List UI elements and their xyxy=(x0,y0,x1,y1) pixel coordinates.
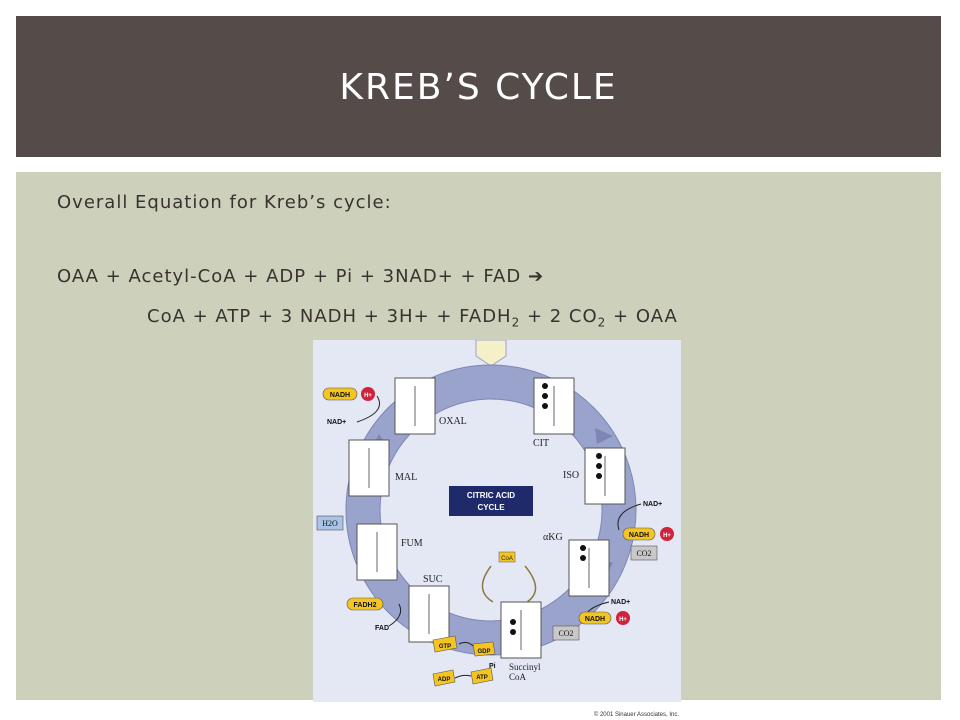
co2-badge xyxy=(630,545,658,561)
label-mal: MAL xyxy=(395,472,417,483)
adp-atp-arrow xyxy=(454,674,472,679)
pi-label: Pi xyxy=(489,663,496,670)
atp-badge xyxy=(470,667,494,685)
coa-label: CoA xyxy=(501,556,513,562)
gdp-badge xyxy=(472,641,496,657)
label-succinyl-line1: Succinyl xyxy=(509,662,541,672)
h2o-label: H2O xyxy=(322,519,338,528)
copyright-text: © 2001 Sinauer Associates, Inc. xyxy=(594,711,679,718)
nadh-label-2: NADH xyxy=(629,532,649,539)
label-fum: FUM xyxy=(401,538,423,549)
adp-label: ADP xyxy=(438,677,451,683)
nad-arrow-2 xyxy=(617,503,642,531)
gtp-label: GTP xyxy=(439,644,451,650)
label-akg: αKG xyxy=(543,532,563,543)
h-plus-label-2: H+ xyxy=(663,533,671,539)
structure-bonds xyxy=(368,386,606,650)
nad-plus-label-2: NAD+ xyxy=(643,501,662,508)
label-suc: SUC xyxy=(423,574,443,585)
equation-products-part1: CoA + ATP + 3 NADH + 3H+ + FADH xyxy=(147,306,512,327)
nadh-badge xyxy=(322,387,358,401)
subscript-2: 2 xyxy=(597,315,607,330)
gtp-gdp-arrow xyxy=(458,641,474,647)
atp-label: ATP xyxy=(476,675,488,681)
center-label-line2: CYCLE xyxy=(477,503,505,512)
entry-arrow-icon xyxy=(475,340,507,367)
nad-plus-label: NAD+ xyxy=(327,419,346,426)
fadh2-badge xyxy=(346,597,384,611)
h2o-badge xyxy=(316,515,344,531)
fadh2-label: FADH2 xyxy=(354,602,377,609)
co2-label: CO2 xyxy=(636,549,651,558)
yields-arrow-icon: ➔ xyxy=(527,266,545,287)
gdp-label: GDP xyxy=(477,649,490,655)
label-succinyl-line2: CoA xyxy=(509,672,527,682)
equation-reactants: OAA + Acetyl-CoA + ADP + Pi + 3NAD+ + FA… xyxy=(57,266,522,287)
cycle-ring-outer-edge xyxy=(345,364,637,656)
center-label-line1: CITRIC ACID xyxy=(467,491,515,500)
nad-plus-label-3: NAD+ xyxy=(611,599,630,606)
citric-acid-cycle-figure: CITRIC ACID CYCLE OXAL CIT ISO αKG SUC F… xyxy=(313,340,681,720)
nadh-label: NADH xyxy=(330,392,350,399)
co2-label-2: CO2 xyxy=(558,629,573,638)
title-bar: KREB’S CYCLE xyxy=(16,16,941,157)
labeled-carbon-dots xyxy=(510,383,602,635)
equation-products-part3: + OAA xyxy=(606,306,678,327)
label-cit: CIT xyxy=(533,438,549,449)
nad-arrow xyxy=(356,395,380,423)
ring-arrowhead-icon xyxy=(595,428,613,444)
nadh-badge-3 xyxy=(578,611,612,625)
label-oxal: OXAL xyxy=(439,416,467,427)
equation-label: Overall Equation for Kreb’s cycle: xyxy=(57,192,392,213)
coa-arrow xyxy=(481,565,494,603)
co2-badge-2 xyxy=(552,625,580,641)
coa-badge xyxy=(498,551,516,563)
cycle-ring-inner-edge xyxy=(379,398,603,622)
nadh-label-3: NADH xyxy=(585,616,605,623)
nadh-badge-2 xyxy=(622,527,656,541)
fad-label: FAD xyxy=(375,625,389,632)
h-plus-badge-2 xyxy=(660,527,674,541)
label-iso: ISO xyxy=(563,470,579,481)
fad-arrow xyxy=(388,603,402,627)
cycle-ring xyxy=(346,365,636,655)
adp-badge xyxy=(432,669,456,687)
h-plus-badge-3 xyxy=(616,611,630,625)
cycle-diagram: CITRIC ACID CYCLE OXAL CIT ISO αKG SUC F… xyxy=(313,340,681,718)
h-plus-label: H+ xyxy=(364,393,372,399)
gtp-badge xyxy=(432,635,458,653)
coa-arrow xyxy=(524,565,537,603)
h-plus-label-3: H+ xyxy=(619,617,627,623)
equation-products-part2: + 2 CO xyxy=(520,306,598,327)
center-label-box xyxy=(449,486,533,516)
slide-title: KREB’S CYCLE xyxy=(339,67,618,108)
subscript-2: 2 xyxy=(511,315,521,330)
equation-products-line: CoA + ATP + 3 NADH + 3H+ + FADH2 + 2 CO2… xyxy=(147,306,678,330)
equation-reactants-line: OAA + Acetyl-CoA + ADP + Pi + 3NAD+ + FA… xyxy=(57,266,544,287)
h-plus-badge xyxy=(361,387,375,401)
